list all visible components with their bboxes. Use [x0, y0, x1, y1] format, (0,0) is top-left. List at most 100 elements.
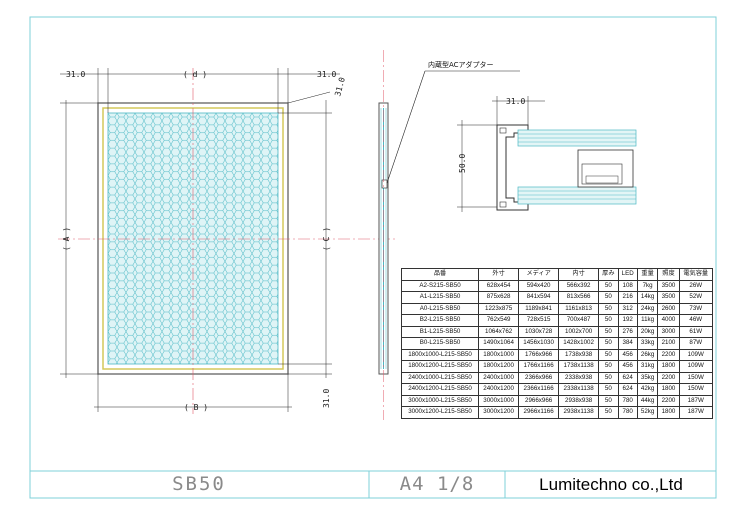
table-cell: 31kg — [636, 360, 659, 373]
table-cell: 1002x700 — [558, 325, 600, 338]
table-cell: 4000 — [657, 314, 680, 327]
table-cell: 1766x966 — [518, 348, 560, 361]
table-cell: 20kg — [636, 325, 659, 338]
table-cell: 594x420 — [518, 279, 560, 292]
table-cell: 1800x1200-L215-SB50 — [400, 360, 480, 373]
table-cell: 50 — [598, 337, 619, 350]
table-cell: 26W — [678, 279, 713, 292]
table-cell: 2100 — [657, 337, 680, 350]
table-cell: 1800 — [657, 406, 680, 419]
table-cell: 50 — [598, 383, 619, 396]
table-cell: 2200 — [657, 371, 680, 384]
table-cell: 44kg — [636, 394, 659, 407]
table-cell: 780 — [617, 406, 638, 419]
table-cell: 2366x966 — [518, 371, 560, 384]
spec-header-2: メディア — [518, 268, 560, 281]
table-cell: 3500 — [657, 291, 680, 304]
table-cell: 87W — [678, 337, 713, 350]
table-cell: 46W — [678, 314, 713, 327]
table-cell: 3000x1200-L215-SB50 — [400, 406, 480, 419]
table-cell: 2938x1138 — [558, 406, 600, 419]
table-cell: 35kg — [636, 371, 659, 384]
table-cell: 2400x1200 — [478, 383, 520, 396]
title-block-company: Lumitechno co.,Ltd — [539, 475, 683, 494]
table-cell: 2966x1166 — [518, 406, 560, 419]
table-cell: 1490x1064 — [478, 337, 520, 350]
table-cell: 628x454 — [478, 279, 520, 292]
detail-section: 31.0 50.0 — [457, 96, 637, 212]
table-cell: 2366x1166 — [518, 383, 560, 396]
profile-slot-top — [499, 127, 507, 134]
table-cell: 3000x1000 — [478, 394, 520, 407]
table-cell: 841x594 — [518, 291, 560, 304]
table-cell: 2600 — [657, 302, 680, 315]
detail-height-label: 50.0 — [458, 154, 467, 173]
table-cell: 1800x1000 — [478, 348, 520, 361]
table-cell: 1738x1138 — [558, 360, 600, 373]
table-cell: 187W — [678, 406, 713, 419]
spec-header-6: 重量 — [636, 268, 659, 281]
table-cell: 3000x1200 — [478, 406, 520, 419]
table-cell: 384 — [617, 337, 638, 350]
table-cell: 2966x966 — [518, 394, 560, 407]
table-cell: 1800 — [657, 383, 680, 396]
table-cell: 3000x1000-L215-SB50 — [400, 394, 480, 407]
spec-header-4: 厚み — [598, 268, 619, 281]
table-cell: 50 — [598, 406, 619, 419]
table-cell: 456 — [617, 348, 638, 361]
table-cell: 1738x938 — [558, 348, 600, 361]
table-cell: 150W — [678, 383, 713, 396]
table-cell: 875x628 — [478, 291, 520, 304]
table-cell: 1800x1000-L215-SB50 — [400, 348, 480, 361]
table-cell: 52W — [678, 291, 713, 304]
table-cell: 2338x1138 — [558, 383, 600, 396]
table-cell: A1-L215-SB50 — [400, 291, 480, 304]
table-cell: 700x487 — [558, 314, 600, 327]
table-cell: 50 — [598, 279, 619, 292]
corner-leader — [287, 91, 331, 104]
dim-width-d: ( d ) — [183, 70, 207, 79]
table-cell: 2400x1000-L215-SB50 — [400, 371, 480, 384]
table-cell: 1456x1030 — [518, 337, 560, 350]
table-cell: 1800x1200 — [478, 360, 520, 373]
table-cell: 108 — [617, 279, 638, 292]
table-cell: 50 — [598, 302, 619, 315]
table-cell: 7kg — [636, 279, 659, 292]
table-cell: 276 — [617, 325, 638, 338]
table-cell: 2400x1000 — [478, 371, 520, 384]
sheet-border — [29, 16, 717, 499]
table-cell: 14kg — [636, 291, 659, 304]
dim-frame-corner: 31.0 — [333, 76, 347, 97]
table-cell: 216 — [617, 291, 638, 304]
table-cell: 1161x813 — [558, 302, 600, 315]
table-cell: 728x515 — [518, 314, 560, 327]
spec-header-0: 品番 — [400, 268, 480, 281]
table-cell: 2338x938 — [558, 371, 600, 384]
table-cell: 312 — [617, 302, 638, 315]
table-cell: 11kg — [636, 314, 659, 327]
table-cell: B0-L215-SB50 — [400, 337, 480, 350]
table-cell: A2-S215-SB50 — [400, 279, 480, 292]
table-cell: 192 — [617, 314, 638, 327]
table-cell: 109W — [678, 348, 713, 361]
detail-width-label: 31.0 — [506, 97, 525, 106]
table-cell: 624 — [617, 371, 638, 384]
dim-width-b: ( B ) — [184, 403, 208, 412]
dim-height-c: ( C ) — [322, 227, 331, 251]
table-cell: 1766x1166 — [518, 360, 560, 373]
front-view: 31.0 ( d ) 31.0 31.0 ( A ) ( C ) 31.0 ( … — [58, 68, 395, 414]
table-cell: 762x549 — [478, 314, 520, 327]
table-cell: 50 — [598, 394, 619, 407]
table-cell: 780 — [617, 394, 638, 407]
table-cell: 1030x728 — [518, 325, 560, 338]
table-cell: 50 — [598, 314, 619, 327]
